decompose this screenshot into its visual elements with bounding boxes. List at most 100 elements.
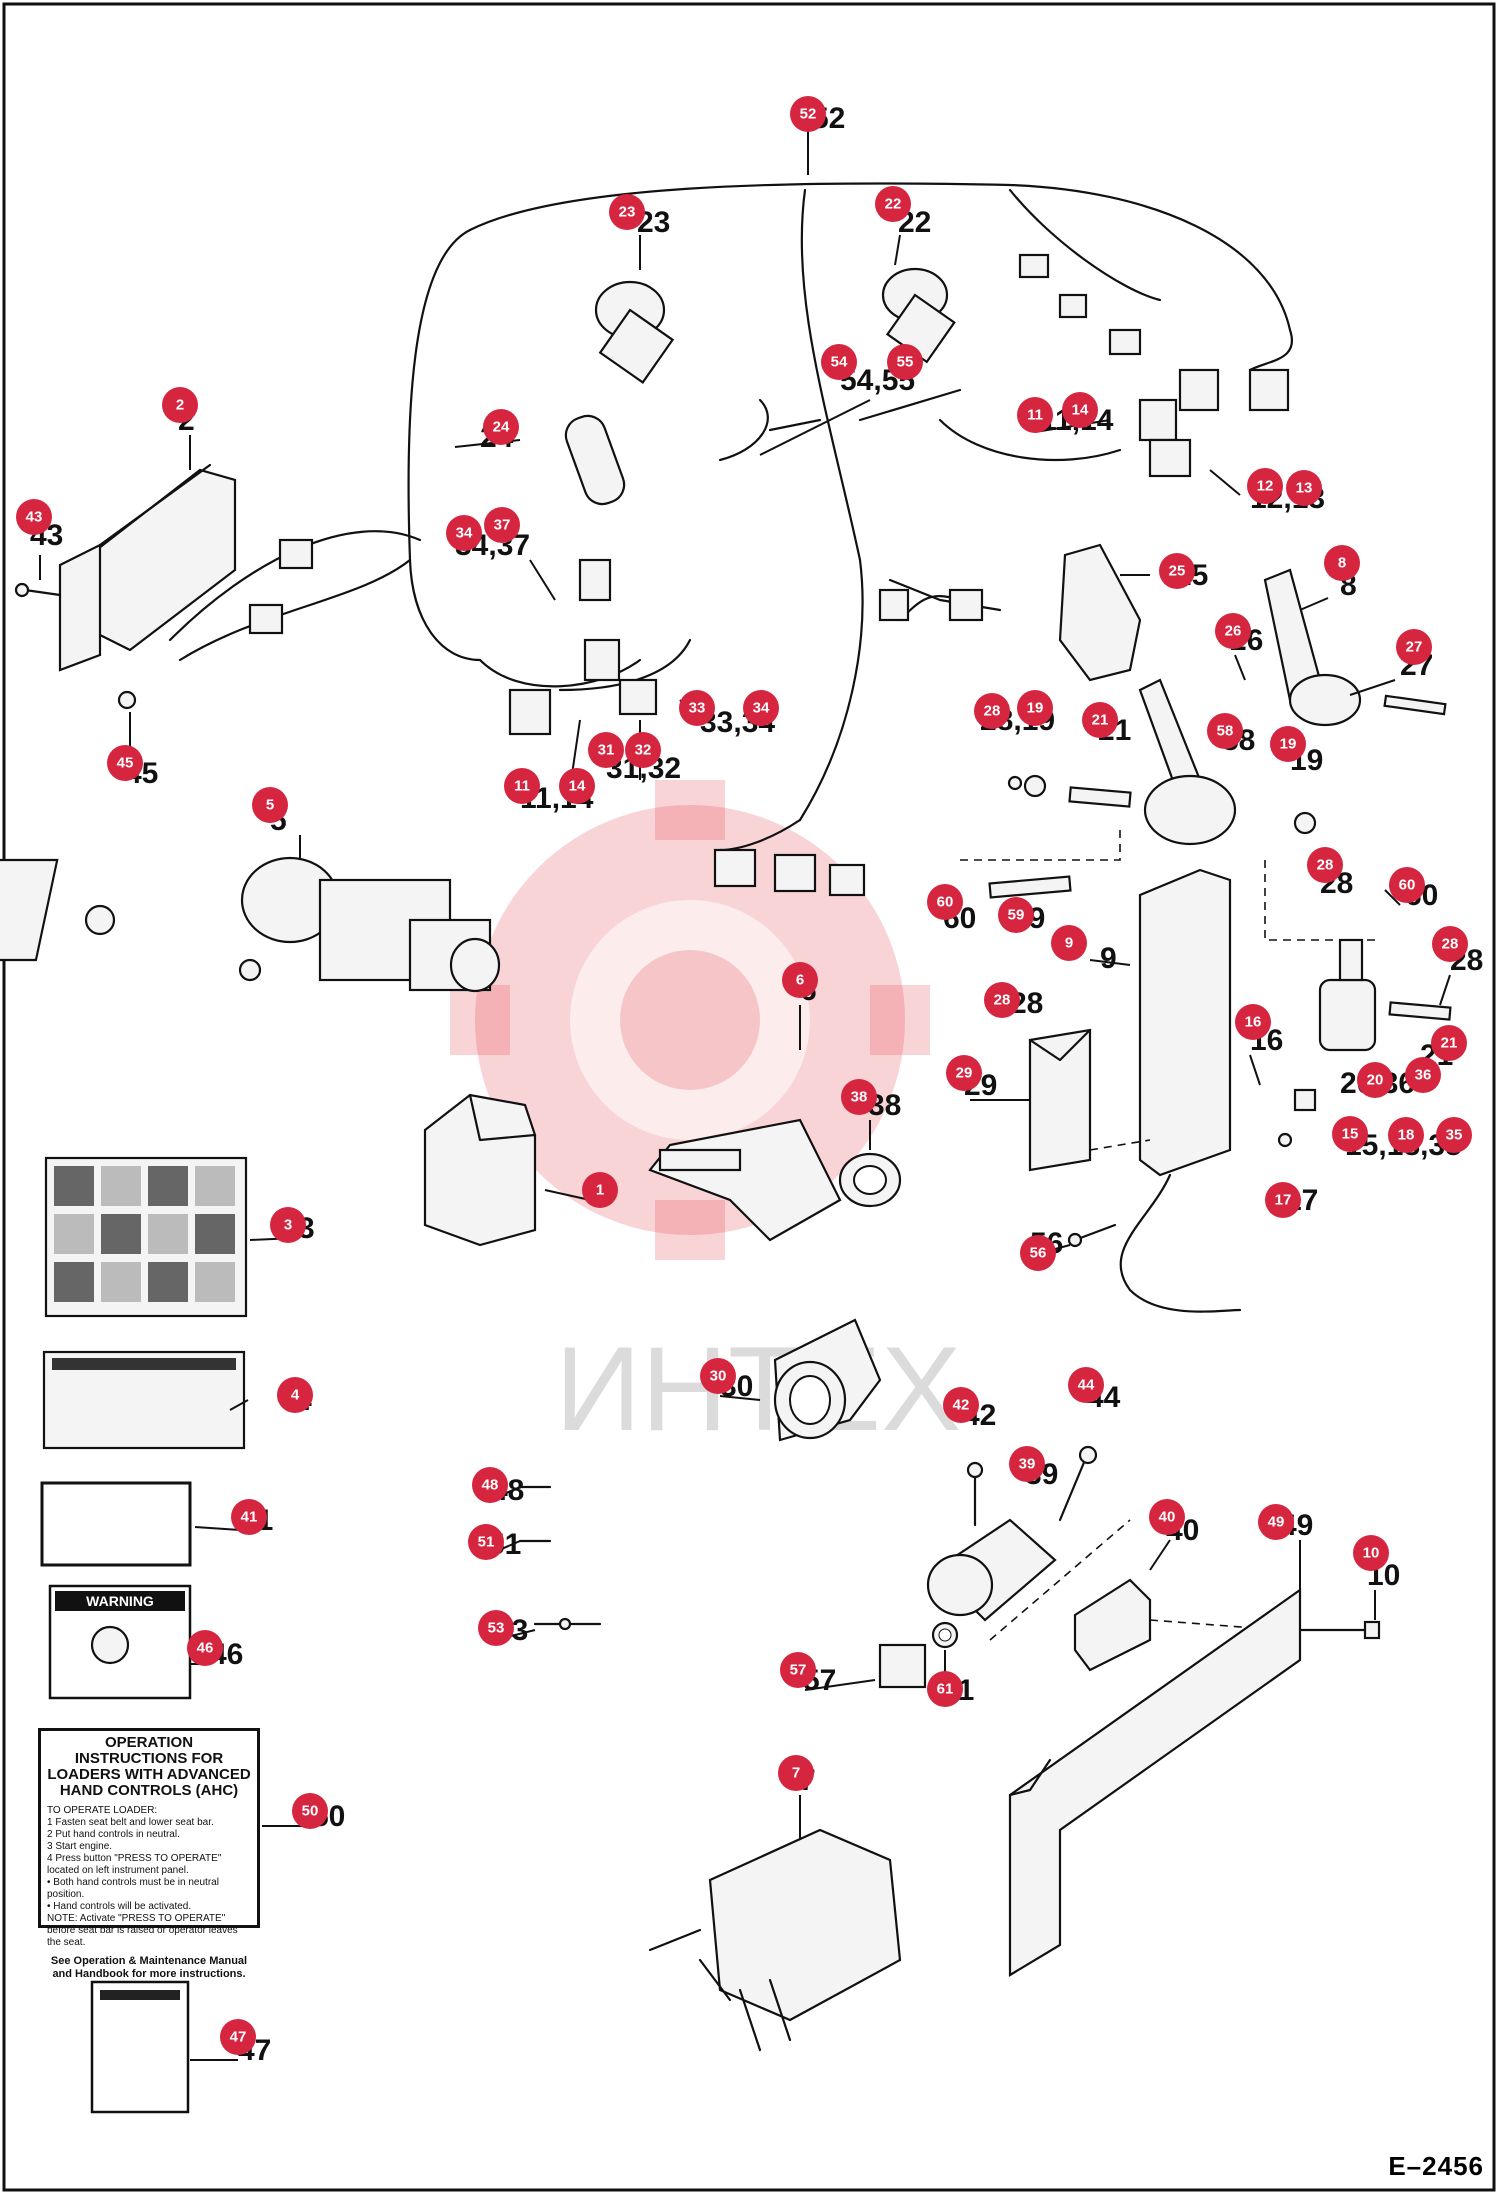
switch-20 — [1318, 938, 1377, 1052]
bolt-10 — [1298, 1620, 1381, 1640]
svg-text:4: 4 — [291, 1387, 300, 1404]
svg-text:28: 28 — [984, 703, 1001, 720]
svg-text:45: 45 — [117, 755, 134, 772]
decal-4 — [42, 1350, 246, 1450]
svg-text:14: 14 — [1072, 402, 1089, 419]
svg-text:14: 14 — [569, 778, 586, 795]
svg-text:21: 21 — [1441, 1035, 1458, 1052]
callout-40: 40 — [1149, 1499, 1185, 1535]
assembly-line-c — [1089, 1139, 1151, 1151]
module-2 — [58, 463, 237, 672]
svg-text:33: 33 — [689, 700, 706, 717]
drawing-code: E–2456 — [1388, 2151, 1484, 2181]
callout-2: 2 — [162, 387, 198, 423]
svg-text:29: 29 — [956, 1065, 973, 1082]
cover-1 — [423, 1093, 537, 1247]
svg-text:46: 46 — [197, 1640, 214, 1657]
decal-3-pictogram — [195, 1214, 235, 1254]
callout-11: 11 — [504, 768, 540, 804]
block-40 — [1073, 1578, 1152, 1672]
decal-3-pictogram — [54, 1166, 94, 1206]
decal-3-pictogram — [101, 1262, 141, 1302]
svg-text:51: 51 — [478, 1534, 495, 1551]
decal-3-pictogram — [54, 1214, 94, 1254]
leader-line — [529, 559, 556, 601]
callout-21: 21 — [1431, 1025, 1467, 1061]
callout-39: 39 — [1009, 1446, 1045, 1482]
svg-text:49: 49 — [1268, 1514, 1285, 1531]
svg-text:17: 17 — [1275, 1192, 1292, 1209]
decal-3-pictogram — [195, 1166, 235, 1206]
screw-53 — [533, 1617, 602, 1631]
callout-21: 21 — [1082, 702, 1118, 738]
svg-text:19: 19 — [1280, 736, 1297, 753]
svg-text:32: 32 — [635, 742, 652, 759]
callout-61: 61 — [927, 1671, 963, 1707]
callout-34: 34 — [446, 515, 482, 551]
svg-text:6: 6 — [796, 972, 804, 989]
harness-connectors — [248, 253, 1290, 897]
callout-34: 34 — [743, 690, 779, 726]
callout-60: 60 — [927, 884, 963, 920]
nut-45 — [117, 690, 137, 710]
svg-text:31: 31 — [598, 742, 615, 759]
svg-text:60: 60 — [937, 894, 954, 911]
svg-text:34: 34 — [753, 700, 770, 717]
callout-20: 20 — [1357, 1062, 1393, 1098]
callout-14: 14 — [559, 768, 595, 804]
callout-58: 58 — [1207, 713, 1243, 749]
callout-55: 55 — [887, 344, 923, 380]
svg-text:2: 2 — [176, 397, 184, 414]
part-label: 9 — [1100, 942, 1117, 975]
callout-45: 45 — [107, 745, 143, 781]
callout-5: 5 — [252, 787, 288, 823]
svg-text:28: 28 — [1442, 936, 1459, 953]
callout-1: 1 — [582, 1172, 618, 1208]
svg-text:56: 56 — [1030, 1245, 1047, 1262]
decal-3-pictogram — [148, 1166, 188, 1206]
assembly-line-a — [960, 830, 1121, 861]
leader-line — [894, 234, 901, 266]
svg-text:10: 10 — [1363, 1545, 1380, 1562]
plate-49 — [1008, 1587, 1302, 1977]
assembly-line-d — [989, 1519, 1131, 1641]
svg-text:9: 9 — [1065, 935, 1073, 952]
callout-57: 57 — [780, 1652, 816, 1688]
svg-text:61: 61 — [937, 1681, 954, 1698]
callout-3: 3 — [270, 1207, 306, 1243]
leader-line — [1089, 959, 1131, 966]
callout-59: 59 — [998, 897, 1034, 933]
callout-13: 13 — [1286, 470, 1322, 506]
leader-line — [759, 399, 871, 456]
solenoid-39 — [926, 1518, 1057, 1622]
callout-48: 48 — [472, 1467, 508, 1503]
svg-text:38: 38 — [851, 1089, 868, 1106]
svg-text:60: 60 — [1399, 877, 1416, 894]
grommet-24 — [564, 414, 626, 506]
callout-53: 53 — [478, 1610, 514, 1646]
svg-text:20: 20 — [1367, 1072, 1384, 1089]
svg-text:50: 50 — [302, 1803, 319, 1820]
callout-47: 47 — [220, 2019, 256, 2055]
callout-44: 44 — [1068, 1367, 1104, 1403]
callout-52: 52 — [790, 96, 826, 132]
leader-line — [1149, 1539, 1171, 1571]
callout-23: 23 — [609, 194, 645, 230]
svg-text:42: 42 — [953, 1397, 970, 1414]
callout-18: 18 — [1388, 1117, 1424, 1153]
decal-50-operation-instructions: OPERATION INSTRUCTIONS FOR LOADERS WITH … — [38, 1728, 260, 1980]
boot-25 — [1058, 543, 1142, 682]
wiring-harness — [168, 182, 1293, 852]
decal-3-pictogram — [101, 1214, 141, 1254]
callout-8: 8 — [1324, 545, 1360, 581]
svg-text:48: 48 — [482, 1477, 499, 1494]
leader-line — [1209, 469, 1241, 496]
callout-41: 41 — [231, 1499, 267, 1535]
switch-22 — [881, 267, 956, 364]
callout-28: 28 — [1432, 926, 1468, 962]
decal-3-pictogram — [148, 1214, 188, 1254]
callout-26: 26 — [1215, 613, 1251, 649]
callout-7: 7 — [778, 1755, 814, 1791]
decal-46: WARNING — [48, 1584, 192, 1700]
callout-46: 46 — [187, 1630, 223, 1666]
